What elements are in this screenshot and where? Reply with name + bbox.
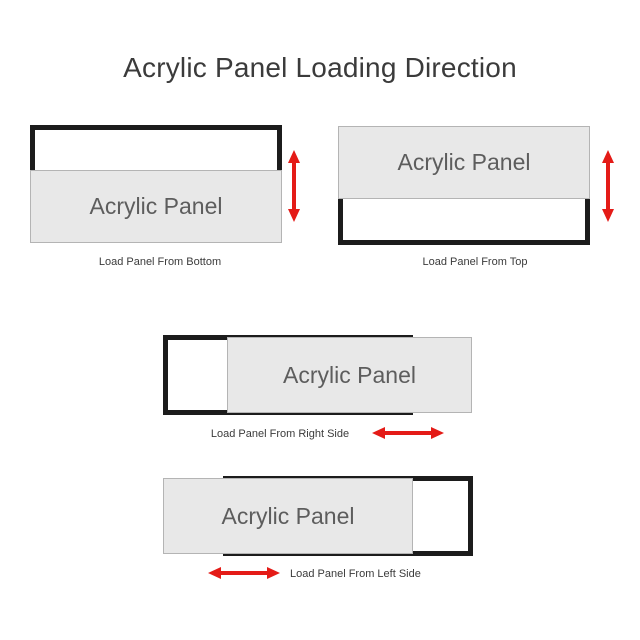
horizontal-double-arrow-left [208, 565, 280, 581]
caption-load-from-left-side: Load Panel From Left Side [290, 568, 421, 580]
acrylic-panel-top: Acrylic Panel [338, 126, 590, 199]
acrylic-panel-label: Acrylic Panel [89, 193, 223, 219]
acrylic-panel-bottom: Acrylic Panel [30, 170, 282, 243]
vertical-double-arrow-top [600, 150, 616, 222]
machine-frame-open-top [338, 160, 590, 245]
horizontal-double-arrow-right [372, 425, 444, 441]
vertical-double-arrow-bottom [286, 150, 302, 222]
acrylic-panel-left: Acrylic Panel [163, 478, 413, 554]
acrylic-panel-right: Acrylic Panel [227, 337, 472, 413]
caption-load-from-top: Load Panel From Top [422, 256, 528, 268]
acrylic-panel-label: Acrylic Panel [283, 361, 416, 388]
machine-frame-open-bottom [30, 125, 282, 210]
page-title: Acrylic Panel Loading Direction [123, 52, 517, 83]
caption-load-from-bottom: Load Panel From Bottom [98, 256, 222, 268]
acrylic-panel-label: Acrylic Panel [397, 149, 531, 175]
caption-load-from-right-side: Load Panel From Right Side [210, 428, 350, 440]
acrylic-panel-label: Acrylic Panel [221, 502, 355, 529]
